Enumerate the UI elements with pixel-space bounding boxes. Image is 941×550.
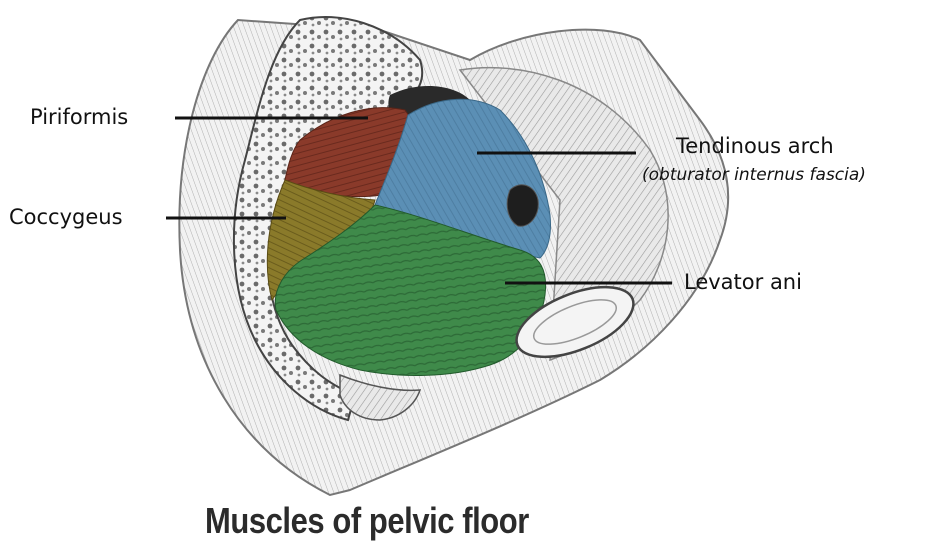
figure-caption: Muscles of pelvic floor: [205, 500, 529, 541]
tendinous-arch-label: Tendinous arch: [676, 134, 834, 158]
tendinous-arch-note: (obturator internus fascia): [642, 165, 866, 185]
pubic-symphysis: [515, 285, 635, 359]
pubic-symphysis-inner: [533, 299, 617, 345]
levator-ani-label: Levator ani: [684, 270, 802, 294]
anococcygeal-body: [339, 373, 422, 421]
coccygeus-label: Coccygeus: [9, 205, 123, 229]
obturator-canal: [506, 184, 539, 227]
levator-ani-muscle: [274, 204, 547, 376]
piriformis-label: Piriformis: [30, 105, 129, 129]
